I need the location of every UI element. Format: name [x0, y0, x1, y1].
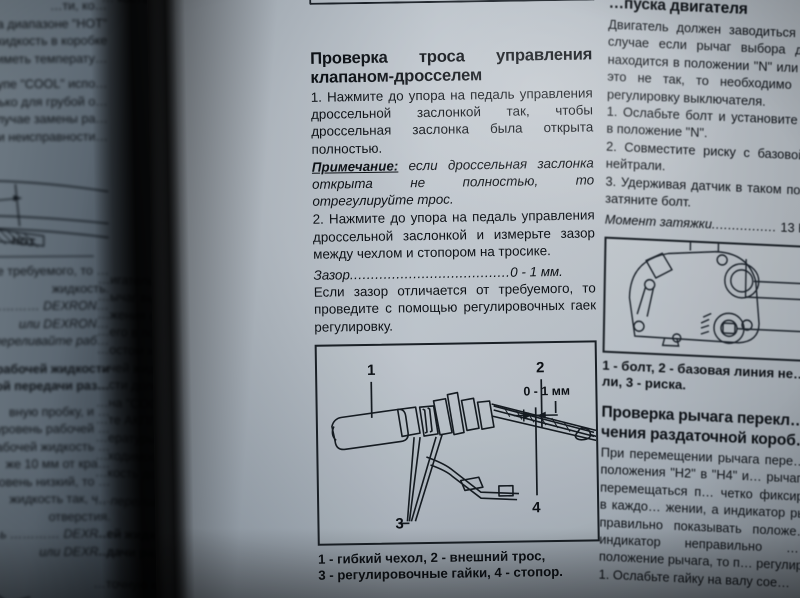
text-line: или DEXRON… — [18, 316, 110, 331]
torque-dots: ................ — [711, 216, 777, 235]
text-line: ной передачи раз… — [0, 378, 110, 394]
throttle-cable-figure: 1 2 3 4 0 - 1 мм — [314, 340, 600, 546]
text-line: уровень рабочей … — [0, 421, 111, 437]
right-page-middle-column: Проверка троса управления клапаном-дросс… — [309, 4, 601, 598]
torque-line: Момент затяжки................ 13 Н· — [605, 211, 800, 240]
section-heading-throttle-cable: Проверка троса управления клапаном-дросс… — [309, 44, 593, 87]
dimension-label: 0 - 1 мм — [523, 383, 571, 399]
case-drawing — [628, 238, 800, 347]
text-line: …а диапазоне "НОТ" — [0, 16, 108, 31]
text-line: переливайте раб… — [0, 333, 110, 349]
step-2-text: 2. Нажмите до упора на педаль управления… — [312, 207, 596, 262]
right-col-body-2: При перемещении рычага пере… ния из поло… — [598, 444, 800, 575]
callout-1: 1 — [366, 361, 376, 379]
spec-label: Зазор — [313, 267, 351, 283]
callout-4: 4 — [532, 499, 541, 517]
text-line: …ти, ко… — [49, 0, 108, 13]
right-col-body-1: Двигатель должен заводиться только в слу… — [606, 16, 800, 109]
left-col1-top-lines: …ти, ко… …а диапазоне "НОТ" жидкость в к… — [0, 0, 108, 147]
neutral-switch-figure: 1 2 3 — [602, 236, 800, 364]
spec-dots: ...................................... — [349, 264, 511, 283]
label-hot: НОТ — [11, 234, 36, 250]
section-heading-control-rod: Проверка тяги управления — [319, 592, 601, 598]
cable-drawing — [331, 379, 597, 525]
note-label: Примечание: — [311, 158, 399, 175]
text-line: лько для грубой о… — [0, 94, 108, 109]
right-page: Проверка троса управления клапаном-дросс… — [146, 0, 800, 598]
torque-label: Момент затяжки — [604, 212, 713, 232]
text-line: или неисправности… — [0, 129, 109, 144]
text-line: рабочей жидкость … — [0, 439, 111, 454]
step-1-text: 1. Нажмите до упора на педаль управления… — [310, 85, 594, 157]
column-rule — [0, 255, 94, 259]
text-line: а щупе "COOL" испо… — [0, 76, 108, 92]
callout-3: 3 — [395, 515, 404, 533]
right-page-right-column: …ка запрещения …пуска двигателя Двигател… — [599, 0, 800, 594]
torque-value: 13 Н· — [780, 220, 800, 237]
text-line: же 10 мм от кра… — [5, 456, 111, 472]
text-line: ниже требуемого, то … — [0, 263, 109, 279]
plug-figure — [0, 588, 31, 598]
note-paragraph: Примечание: если дроссельная заслонка от… — [312, 154, 595, 210]
text-line: сть ………… DEXRON… — [0, 298, 110, 314]
after-spec-text: Если зазор отличается от требуемого, то … — [313, 280, 597, 335]
dipstick-figure: НОТ» COOL НОТ — [0, 158, 109, 251]
spec-value: 0 - 1 мм. — [510, 263, 563, 280]
text-line: жидкость в коробке — [0, 33, 108, 49]
callout-2: 2 — [535, 359, 545, 377]
text-line: ня рабочей жидкости — [0, 361, 110, 376]
text-line: вную пробку, и … — [8, 404, 110, 419]
text-line: случае замены ра… — [0, 111, 108, 127]
text-line: жидкость. — [51, 281, 110, 296]
text-line: а иметь температу… — [0, 51, 108, 66]
figure-caption-line-2: 3 - регулировочные гайки, 4 - стопор. — [318, 563, 564, 583]
